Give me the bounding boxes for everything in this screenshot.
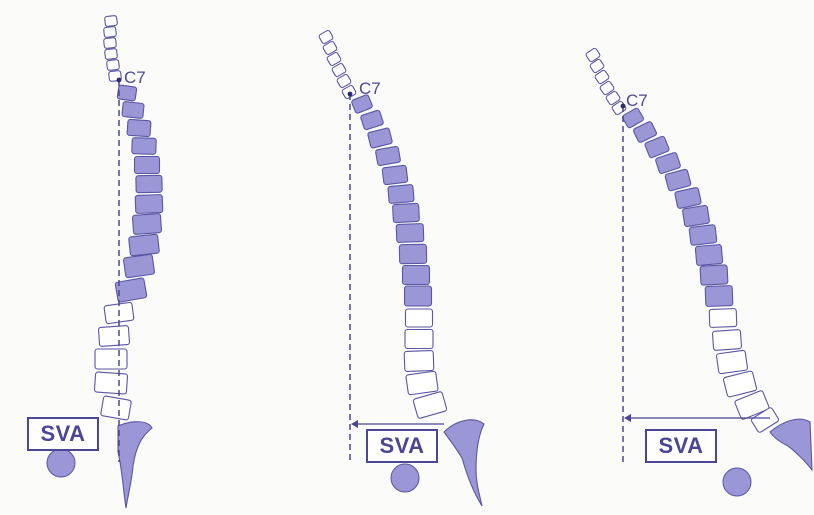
sva-box-panel-1: SVA (27, 417, 99, 451)
vertebra-p1-7 (117, 85, 137, 101)
vertebra-p1-21 (94, 372, 127, 394)
femoral-head-p1 (47, 449, 75, 477)
c7-point-p2 (348, 92, 353, 97)
vertebra-p1-20 (95, 349, 127, 369)
vertebra-p2-16 (403, 266, 430, 285)
c7-label-panel-1: C7 (124, 69, 146, 86)
vertebra-p3-18 (709, 309, 737, 328)
vertebra-p3-21 (723, 371, 757, 398)
vertebra-p1-10 (132, 138, 157, 155)
vertebra-p3-15 (695, 244, 723, 265)
sacrum-p2 (444, 420, 484, 506)
vertebra-p2-8 (360, 110, 384, 130)
vertebra-p3-16 (700, 265, 728, 285)
sacrum-p1 (118, 422, 152, 508)
vertebra-p2-18 (406, 309, 433, 327)
vertebra-p1-5 (107, 59, 120, 70)
vertebra-p2-17 (405, 286, 432, 306)
c7-point-p3 (621, 104, 626, 109)
c7-label-panel-2: C7 (359, 80, 381, 97)
vertebra-p2-11 (382, 165, 408, 185)
sva-arrowhead-p2 (351, 420, 358, 428)
vertebra-p3-20 (716, 350, 748, 374)
sva-box-panel-3: SVA (645, 429, 717, 463)
vertebra-p2-20 (404, 351, 434, 372)
vertebra-p2-14 (396, 224, 424, 243)
femoral-head-p3 (723, 468, 751, 496)
femoral-head-p2 (391, 464, 419, 492)
vertebra-p1-3 (104, 37, 117, 48)
vertebra-p3-14 (689, 224, 717, 245)
vertebra-p2-13 (393, 203, 420, 222)
vertebra-p1-11 (135, 157, 160, 174)
vertebra-p1-1 (105, 15, 118, 26)
vertebra-p1-8 (122, 101, 144, 118)
vertebra-p2-15 (399, 244, 426, 263)
vertebra-p1-22 (100, 396, 131, 421)
vertebra-p1-16 (123, 254, 155, 278)
vertebra-p1-13 (135, 195, 163, 214)
vertebra-p1-15 (129, 234, 160, 256)
vertebra-p3-11 (665, 169, 692, 191)
vertebra-p1-9 (127, 119, 151, 137)
vertebra-p2-9 (367, 128, 392, 149)
sva-arrowhead-p3 (624, 414, 631, 422)
vertebra-p1-19 (98, 325, 129, 346)
vertebra-p2-10 (375, 146, 400, 166)
vertebra-p3-17 (705, 286, 733, 307)
c7-point-p1 (117, 78, 122, 83)
vertebra-p2-19 (405, 330, 433, 349)
sva-box-panel-2: SVA (366, 429, 438, 463)
sacrum-p3 (770, 419, 812, 470)
vertebra-p1-2 (104, 26, 117, 37)
vertebra-p1-12 (136, 175, 162, 192)
vertebra-p1-4 (105, 48, 118, 59)
vertebra-p3-12 (674, 187, 701, 209)
vertebra-p1-14 (132, 214, 161, 235)
c7-label-panel-3: C7 (626, 92, 648, 109)
vertebra-p3-13 (682, 205, 710, 227)
vertebra-p2-12 (388, 184, 414, 203)
vertebra-p2-22 (413, 391, 447, 418)
vertebra-p1-17 (115, 278, 147, 303)
vertebra-p3-19 (712, 330, 741, 351)
vertebra-p2-21 (406, 371, 438, 395)
